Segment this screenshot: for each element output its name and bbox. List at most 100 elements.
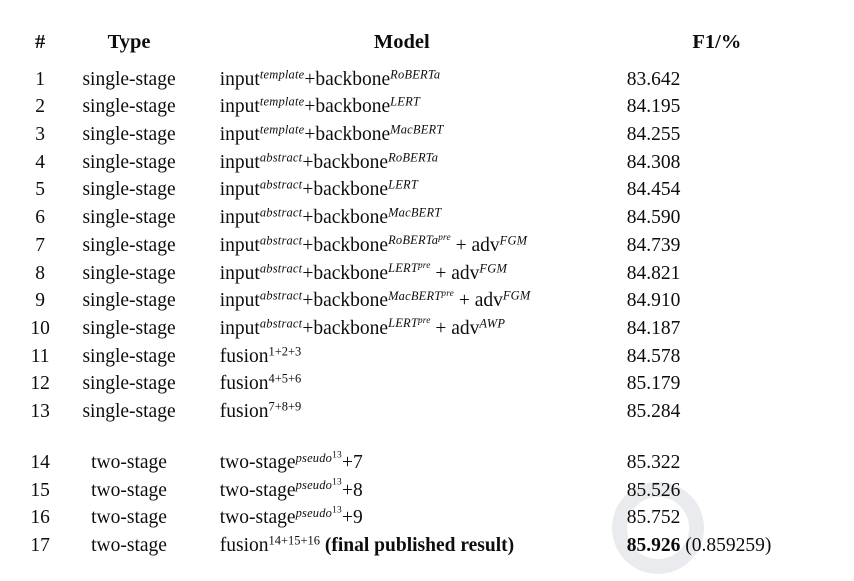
cell-model: inputtemplate+backboneMacBERT: [200, 117, 604, 145]
table-body: 1 single-stage inputtemplate+backboneRoB…: [22, 62, 830, 581]
f1-value: 85.284: [626, 400, 681, 422]
cell-type: two-stage: [91, 535, 167, 557]
cell-number: 9: [35, 290, 46, 312]
model-sup2-sup: pre: [417, 259, 431, 270]
cell-number: 8: [35, 262, 46, 284]
table-row: 11 single-stage fusion1+2+3 84.578: [22, 338, 830, 366]
rule-bottom: [22, 570, 830, 581]
model-sup2: RoBERTa: [390, 67, 441, 82]
model-sup: abstract: [259, 288, 303, 303]
cell-f1: 84.195: [604, 89, 830, 117]
table-row: 6 single-stage inputabstract+backboneMac…: [22, 200, 830, 228]
f1-value: 85.526: [626, 479, 681, 501]
cell-f1: 84.739: [604, 228, 830, 256]
cell-f1: 85.284: [604, 394, 830, 422]
model-mid: +backbone: [302, 290, 389, 312]
model-sup2: LERTpre: [388, 259, 431, 275]
model-mid: +backbone: [302, 179, 389, 201]
model-sup: abstract: [259, 316, 303, 331]
model-sup: abstract: [259, 233, 303, 248]
model-base: input: [219, 234, 260, 256]
cell-type: two-stage: [91, 507, 167, 529]
model-tail: + adv: [453, 290, 503, 312]
cell-number: 13: [30, 400, 50, 422]
model-sup2-text: LERT: [388, 316, 418, 331]
cell-type: single-stage: [82, 373, 176, 395]
model-sup2: LERTpre: [388, 316, 430, 330]
model-tail-sup: FGM: [499, 233, 528, 248]
table-row: 5 single-stage inputabstract+backboneLER…: [22, 172, 830, 200]
model-sup: abstract: [259, 205, 303, 220]
f1-value: 84.187: [626, 317, 681, 339]
cell-f1: 84.308: [604, 145, 830, 173]
column-header-f1: F1/%: [692, 31, 742, 53]
model-base: input: [219, 290, 260, 312]
model-sup-numeric: 7+8+9: [268, 399, 302, 414]
model-sup2-text: MacBERT: [388, 288, 442, 303]
model-tail: + adv: [430, 317, 480, 339]
model-mid: +backbone: [302, 234, 389, 256]
f1-value: 85.926: [626, 535, 681, 557]
model-sup: template: [259, 67, 305, 82]
table-row: 9 single-stage inputabstract+backboneMac…: [22, 283, 830, 311]
f1-value: 84.578: [626, 345, 681, 367]
cell-f1: 85.926 (0.859259): [604, 528, 830, 556]
f1-value: 84.454: [626, 179, 681, 201]
cell-model: inputtemplate+backboneLERT: [200, 89, 604, 117]
f1-raw-value: (0.859259): [685, 535, 772, 557]
model-base: input: [219, 68, 260, 90]
model-note: (final published result): [324, 535, 515, 557]
cell-f1: 85.322: [604, 445, 830, 473]
f1-value: 84.910: [626, 290, 681, 312]
cell-number: 7: [35, 234, 46, 256]
cell-number: 17: [30, 535, 50, 557]
cell-model: inputabstract+backboneMacBERTpre + advFG…: [200, 283, 604, 311]
cell-number: 3: [35, 124, 46, 146]
cell-model: inputtemplate+backboneRoBERTa: [200, 62, 604, 90]
model-sup2-sup: pre: [441, 287, 454, 298]
results-table-container: # Type Model F1/% 1 single-stage inputte…: [22, 26, 830, 581]
table-row: 7 single-stage inputabstract+backboneRoB…: [22, 228, 830, 256]
f1-value: 84.195: [626, 96, 681, 118]
model-tail: + adv: [450, 234, 500, 256]
model-mid: +backbone: [302, 317, 389, 339]
model-sup2: MacBERTpre: [388, 287, 454, 303]
cell-f1: 85.179: [604, 366, 830, 394]
table-row: 13 single-stage fusion7+8+9 85.284: [22, 394, 830, 422]
cell-number: 12: [30, 373, 50, 395]
cell-f1: 84.910: [604, 283, 830, 311]
model-sup2: LERT: [390, 94, 421, 109]
header-row: # Type Model F1/%: [22, 29, 830, 59]
model-base: fusion: [219, 373, 269, 395]
cell-model: two-stagepseudo13+9: [200, 500, 604, 528]
model-base: input: [219, 317, 260, 339]
cell-model: inputabstract+backboneLERTpre + advAWP: [200, 311, 604, 339]
model-base: fusion: [219, 345, 269, 367]
model-tail-sup: AWP: [479, 316, 506, 331]
model-sup2: RoBERTapre: [388, 232, 451, 247]
cell-model: inputabstract+backboneMacBERT: [200, 200, 604, 228]
cell-number: 14: [30, 452, 50, 473]
cell-type: single-stage: [82, 290, 176, 312]
model-sup2: LERT: [388, 177, 418, 192]
cell-model: two-stagepseudo13+7: [200, 445, 604, 473]
f1-value: 83.642: [626, 68, 681, 90]
model-base: input: [219, 124, 260, 146]
rule-section-separator: [22, 434, 830, 445]
table-row: 16 two-stage two-stagepseudo13+9 85.752: [22, 500, 830, 528]
table-header: # Type Model F1/%: [22, 26, 830, 62]
cell-f1: 84.255: [604, 117, 830, 145]
cell-model: two-stagepseudo13+8: [200, 473, 604, 501]
cell-type: single-stage: [82, 345, 176, 367]
model-base: two-stage: [219, 452, 296, 473]
model-base: fusion: [219, 535, 269, 557]
model-after: +7: [341, 452, 363, 473]
cell-model: fusion14+15+16 (final published result): [200, 528, 604, 556]
model-sup: abstract: [259, 177, 303, 192]
f1-value: 84.739: [626, 234, 681, 256]
cell-number: 15: [30, 479, 50, 501]
table-row-final: 17 two-stage fusion14+15+16 (final publi…: [22, 528, 830, 556]
model-sup2: MacBERT: [390, 122, 444, 137]
model-sup-sup: 13: [332, 450, 342, 461]
model-sup: abstract: [259, 261, 303, 276]
